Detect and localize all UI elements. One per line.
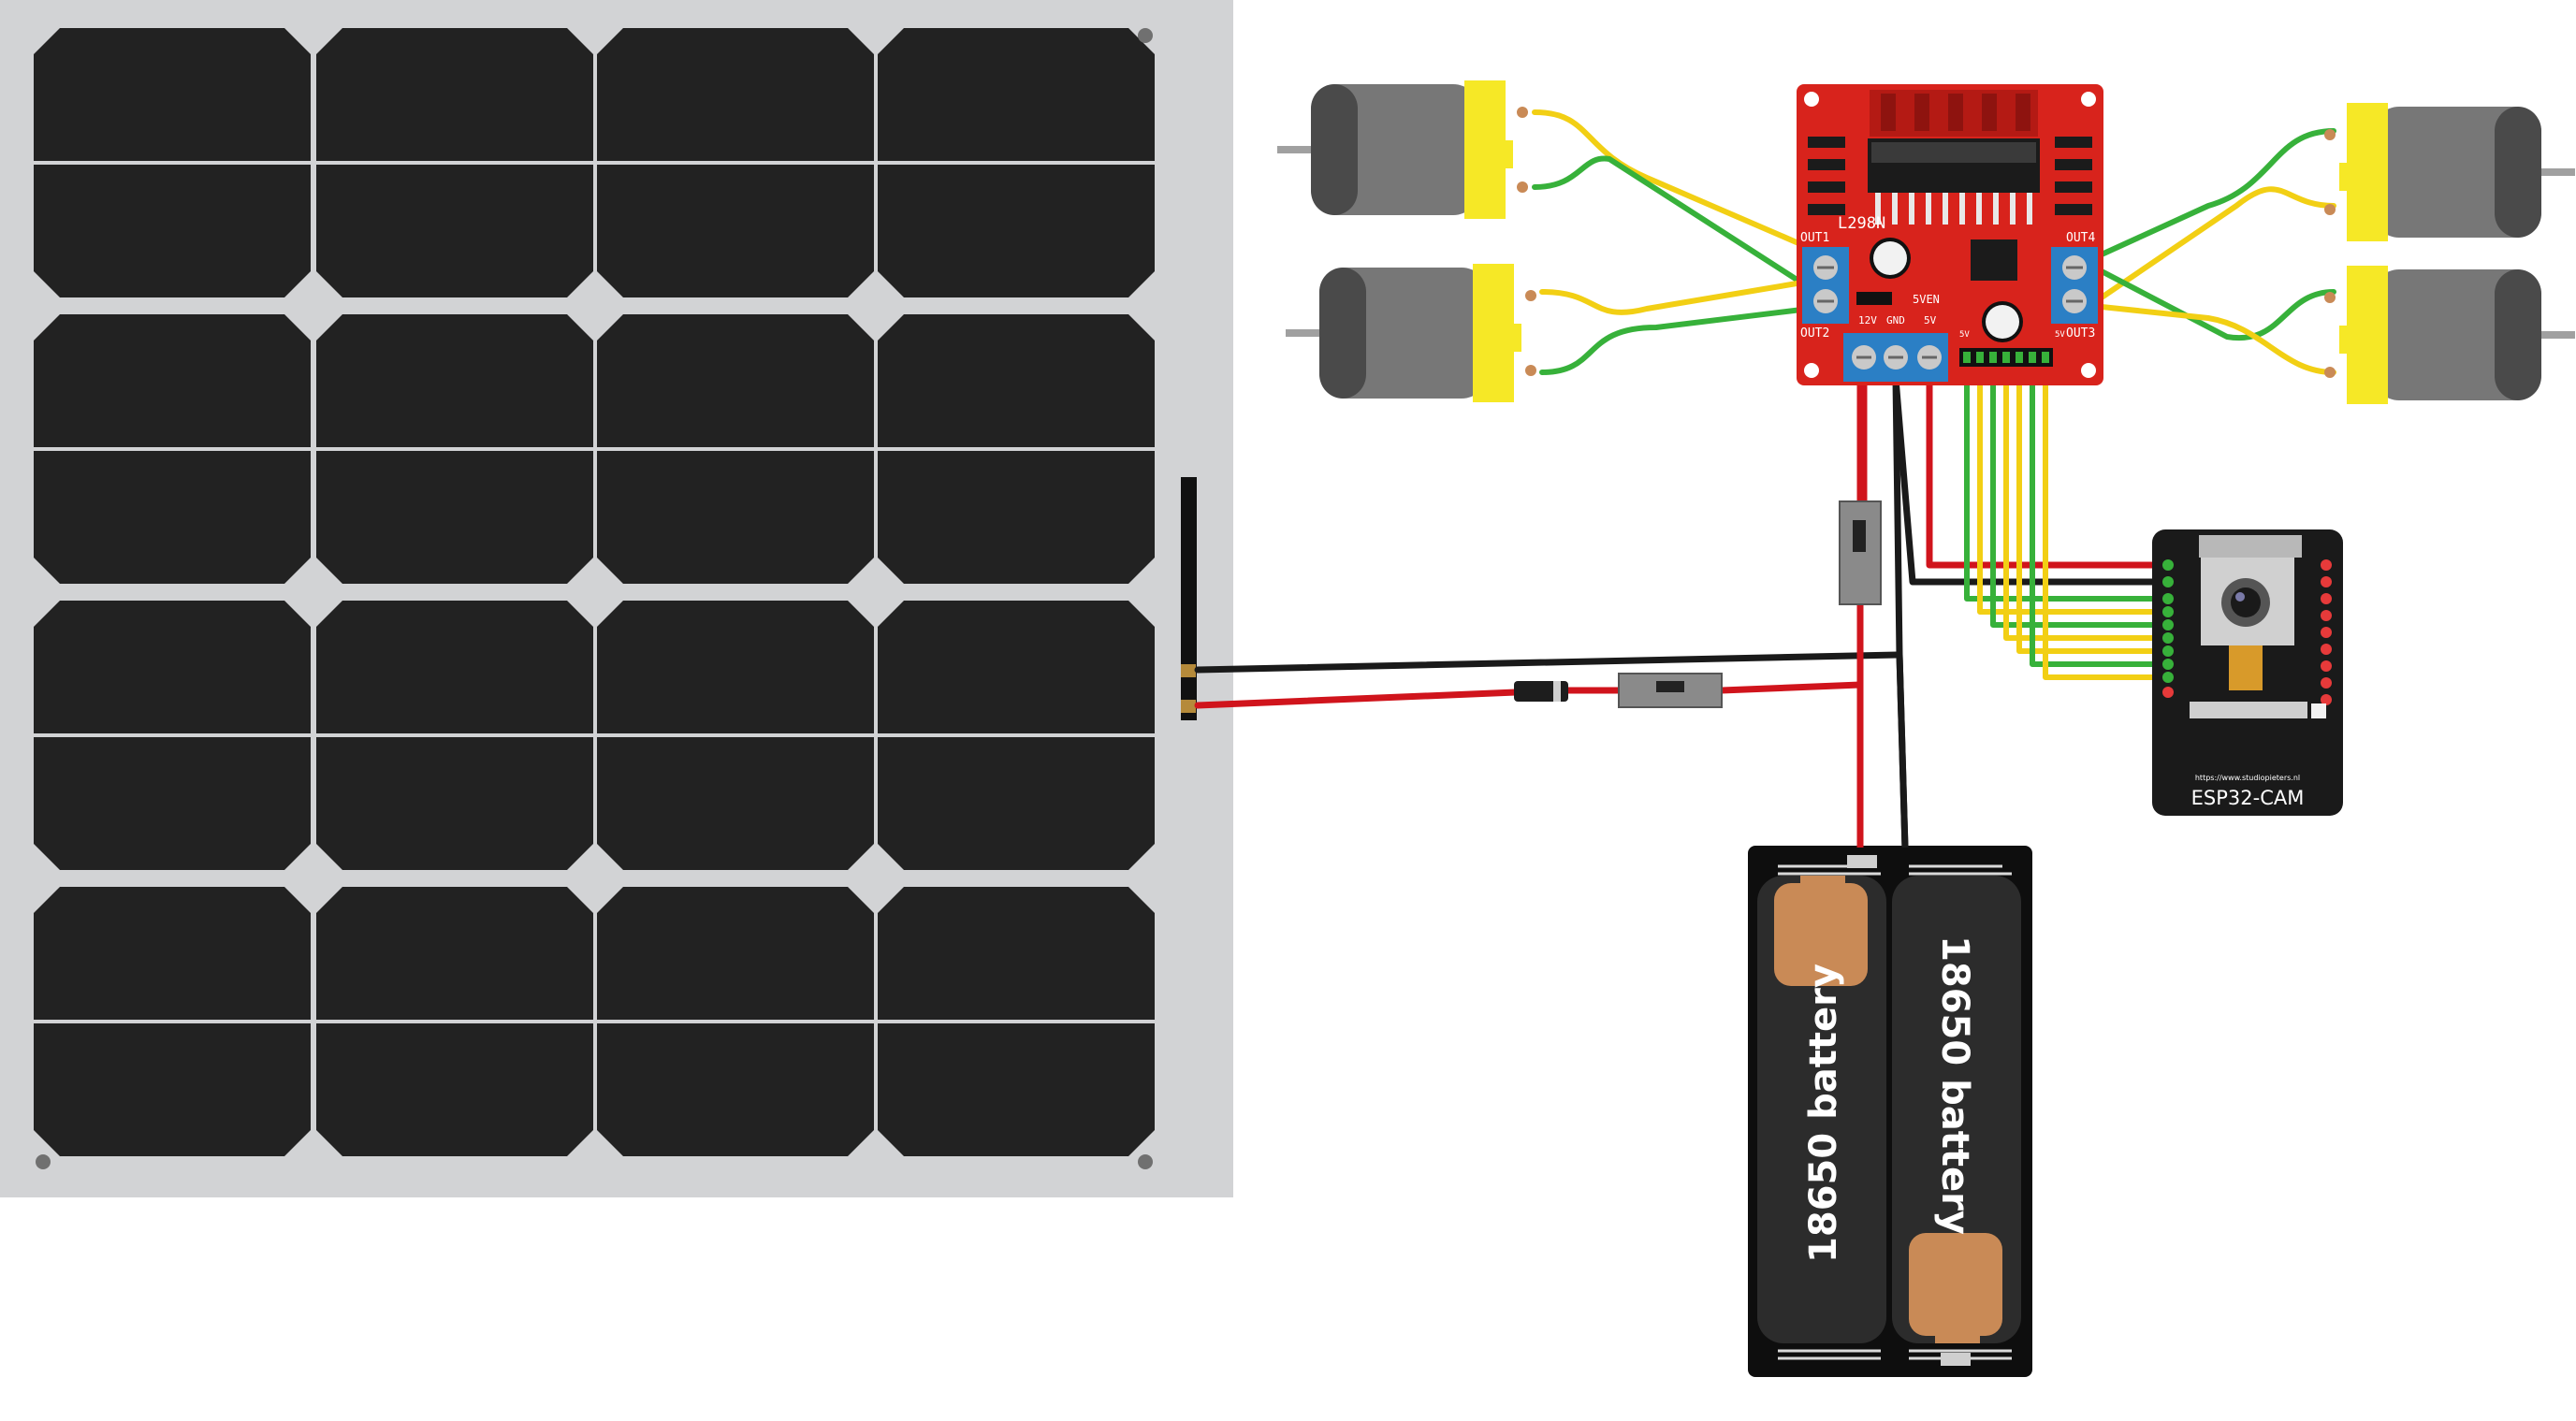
out1-label: OUT1 <box>1800 231 1829 245</box>
solar-cell-busbar <box>316 733 593 737</box>
battery-cell-left-label: 18650 battery <box>1802 964 1845 1263</box>
camera-ribbon <box>2229 645 2263 690</box>
solar-cell-busbar <box>878 161 1155 165</box>
solar-cell-busbar <box>597 733 874 737</box>
inline-switch-vertical[interactable] <box>1839 500 1882 605</box>
panel-terminal-positive <box>1181 700 1196 713</box>
solar-cell-busbar <box>878 733 1155 737</box>
battery-cell-right: 18650 battery <box>1892 876 2021 1343</box>
out2-label: OUT2 <box>1800 326 1829 341</box>
panel-mount-hole <box>36 1154 51 1169</box>
esp-url: https://www.studiopieters.nl <box>2195 774 2300 782</box>
header-5v-left: 5V <box>1959 330 1970 340</box>
terminal-out1-out2 <box>1802 247 1849 324</box>
panel-mount-hole <box>1138 28 1153 43</box>
solar-cell-busbar <box>878 1020 1155 1023</box>
wire-signal-1 <box>1964 362 2172 602</box>
dc-motor-top-left <box>1277 80 1528 219</box>
wire-red-5v-esp <box>1926 375 2173 569</box>
wire-motor-tl-green <box>1532 155 1827 300</box>
regulator <box>1971 239 2017 281</box>
esp-left-pins <box>2162 559 2174 698</box>
battery-cell-right-label: 18650 battery <box>1933 935 1976 1235</box>
wire-signal-3 <box>1990 362 2172 628</box>
solar-panel <box>0 0 1233 1197</box>
battery-spring-top <box>1778 864 2012 876</box>
5ven-label: 5VEN <box>1913 293 1940 306</box>
gnd-label: GND <box>1886 314 1905 326</box>
wire-motor-tl-yellow <box>1532 109 1827 257</box>
sd-card-slot <box>2199 535 2302 558</box>
5ven-jumper[interactable] <box>1856 292 1892 305</box>
wire-signal-6 <box>2030 362 2172 667</box>
chip-pins <box>1875 193 2032 225</box>
wiring <box>1194 109 2336 853</box>
solar-cell-busbar <box>316 447 593 451</box>
solar-cell-busbar <box>316 161 593 165</box>
out3-label: OUT3 <box>2066 326 2095 341</box>
wire-signal-2 <box>1977 362 2172 615</box>
esp32-cam-board: https://www.studiopieters.nl ESP32-CAM <box>2152 529 2343 816</box>
out4-label: OUT4 <box>2066 231 2095 245</box>
panel-terminal-negative <box>1181 664 1196 677</box>
solar-cell-busbar <box>597 447 874 451</box>
wire-black-battery-lead <box>1896 654 1909 848</box>
terminal-out3-out4 <box>2051 247 2098 324</box>
panel-mount-hole <box>1138 1154 1153 1169</box>
wire-motor-bl-yellow <box>1539 276 1827 315</box>
wire-signal-5 <box>2016 362 2172 654</box>
solar-cell-busbar <box>34 733 311 737</box>
dc-motor-bottom-left <box>1286 264 1536 402</box>
solar-cell-busbar <box>316 1020 593 1023</box>
wire-red-switch-bus <box>1718 681 1864 694</box>
esp-right-pins <box>2321 559 2332 705</box>
battery-spring-bottom <box>1778 1349 2012 1360</box>
wire-motor-tr-green <box>2099 128 2336 257</box>
panel-junction-strip <box>1181 477 1197 720</box>
5v-label: 5V <box>1924 314 1937 326</box>
battery-holder: 18650 battery 18650 battery <box>1748 846 2032 1377</box>
chip-label: L298N <box>1838 214 1885 233</box>
wire-motor-br-yellow <box>2099 304 2336 375</box>
side-diodes <box>1808 137 2092 215</box>
wire-black-gnd-esp <box>1892 375 2173 586</box>
dc-motor-top-right <box>2324 103 2575 241</box>
battery-cell-left: 18650 battery <box>1757 876 1886 1343</box>
solar-cell-busbar <box>597 1020 874 1023</box>
solar-cell-busbar <box>34 447 311 451</box>
solar-cell-grid <box>34 28 1155 1156</box>
wire-signal-7 <box>2043 362 2172 680</box>
solar-cell-busbar <box>597 161 874 165</box>
wire-motor-tr-yellow <box>2099 186 2336 300</box>
wire-signal-4 <box>2003 362 2172 641</box>
wire-red-panel <box>1194 689 1520 709</box>
wire-motor-br-green <box>2099 268 2336 341</box>
esp-label: ESP32-CAM <box>2191 787 2305 809</box>
wire-motor-bl-green <box>1539 304 1827 375</box>
heatsink-fins <box>1881 94 2030 131</box>
wire-black-panel <box>1194 651 1901 674</box>
solar-cell-busbar <box>34 1020 311 1023</box>
diode <box>1514 681 1568 702</box>
12v-label: 12V <box>1858 314 1877 326</box>
solar-cell-busbar <box>34 161 311 165</box>
camera-connector <box>2190 702 2307 718</box>
inline-switch-horizontal[interactable] <box>1618 673 1723 708</box>
l298n-driver-board: L298N 5VEN OUT1 OUT2 OUT4 OUT3 12V GND 5… <box>1797 84 2103 385</box>
terminal-power <box>1843 333 1948 382</box>
header-5v-right: 5V <box>2055 330 2065 340</box>
dc-motor-bottom-right <box>2324 266 2575 404</box>
solar-cell-busbar <box>878 447 1155 451</box>
control-header-pins <box>1963 352 2049 363</box>
